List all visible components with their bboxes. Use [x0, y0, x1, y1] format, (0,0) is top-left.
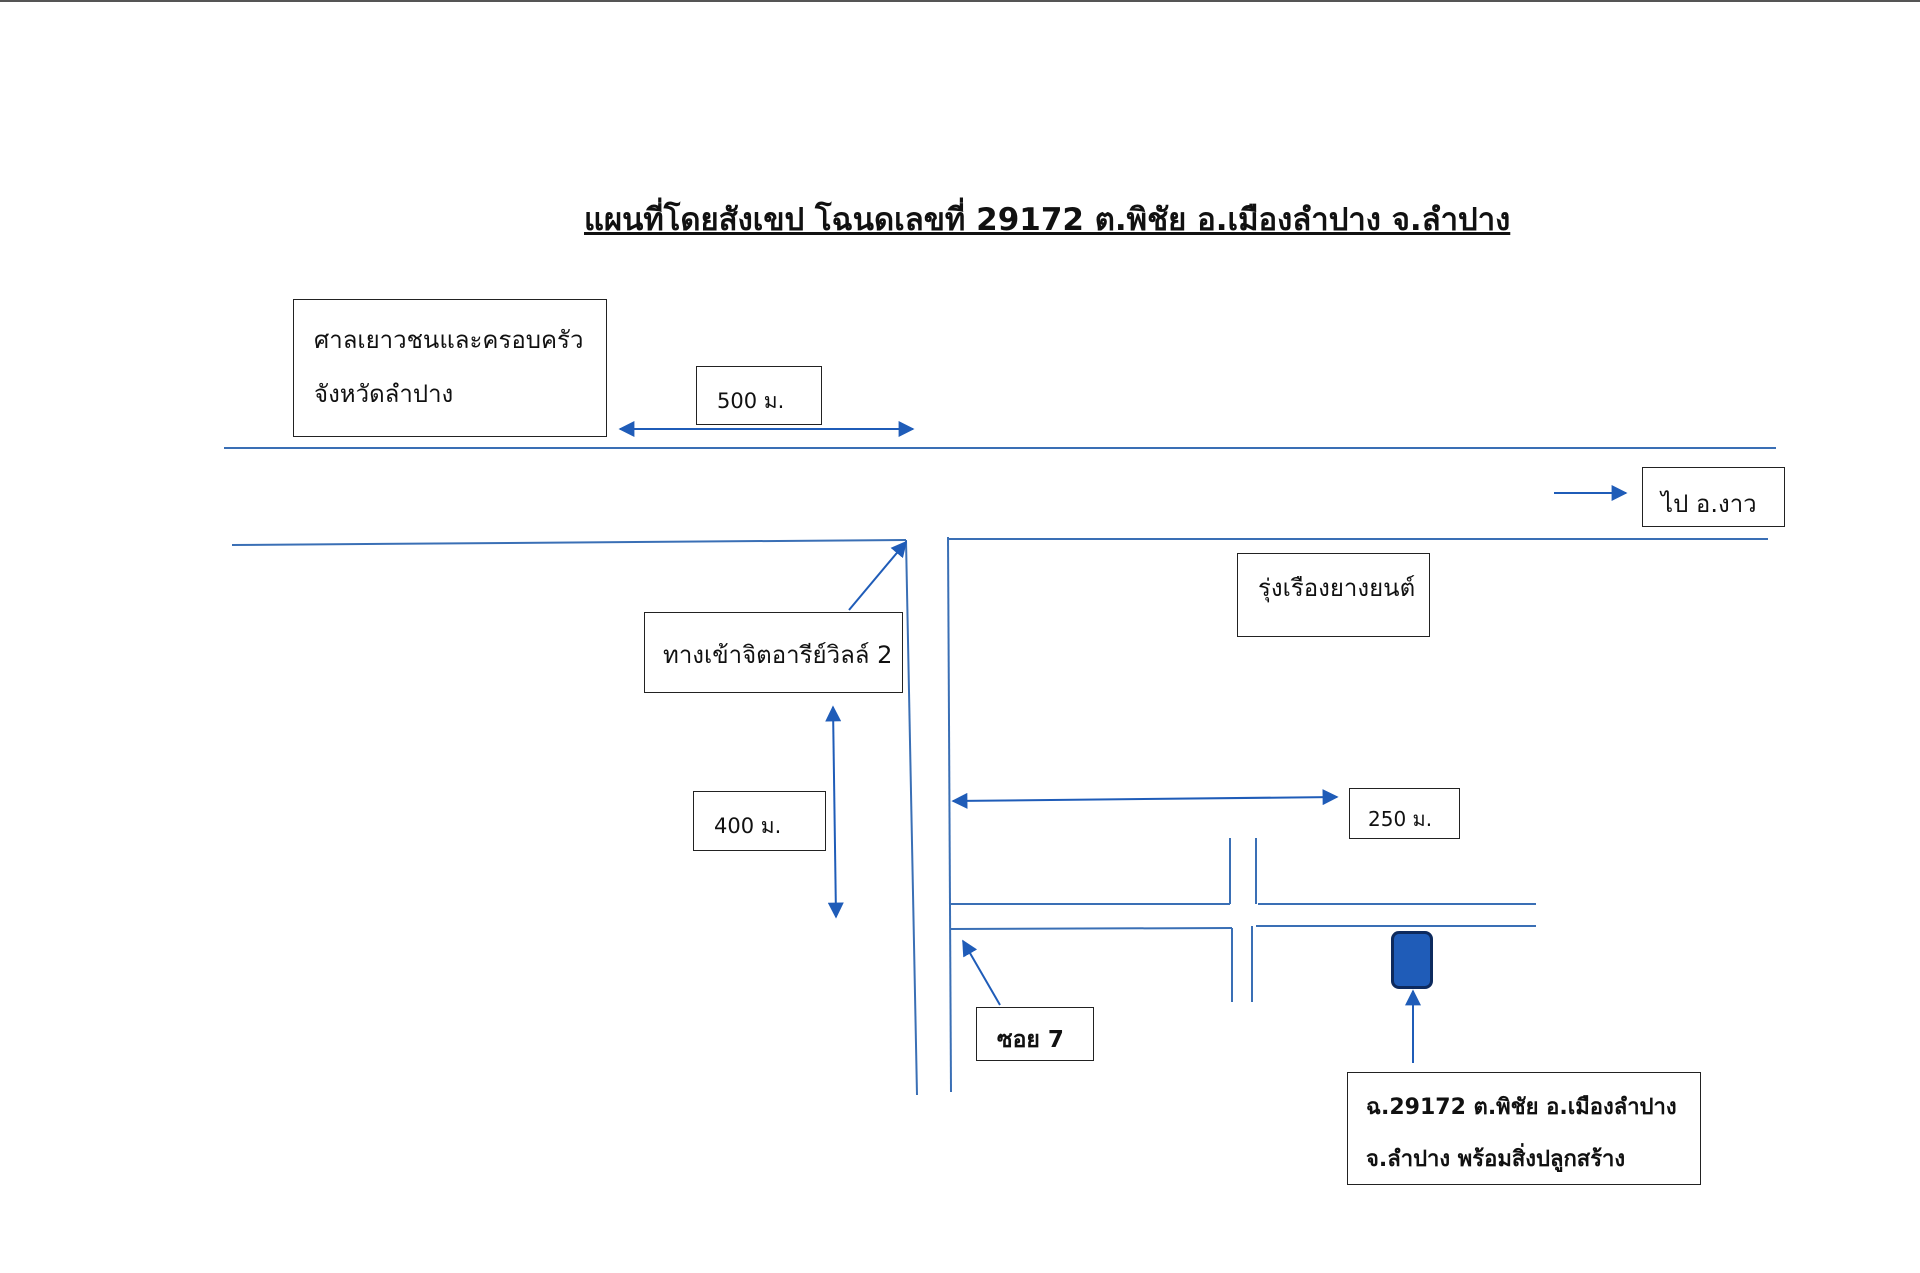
plot-marker-icon — [1391, 931, 1433, 989]
distance-250m-label: 250 ม. — [1368, 807, 1433, 831]
side-road-east-edge — [947, 536, 952, 1093]
plot-label-line2: จ.ลำปาง พร้อมสิ่งปลูกสร้าง — [1366, 1147, 1626, 1172]
arrow-400m — [825, 705, 844, 919]
arrow-soi7 — [962, 939, 1001, 1006]
rung-rueang-label: รุ่งเรืองยางยนต์ — [1258, 574, 1416, 602]
rung-rueang-box: รุ่งเรืองยางยนต์ — [1237, 553, 1430, 637]
distance-400m-label: 400 ม. — [714, 814, 782, 838]
to-ngao-label: ไป อ.งาว — [1661, 490, 1757, 518]
soi7-box: ซอย 7 — [976, 1007, 1094, 1061]
plot-label-line1: ฉ.29172 ต.พิชัย อ.เมืองลำปาง — [1366, 1095, 1677, 1120]
distance-500m-label: 500 ม. — [717, 389, 785, 413]
entrance-label: ทางเข้าจิตอารีย์วิลล์ 2 — [663, 641, 893, 669]
distance-500m-box: 500 ม. — [696, 366, 822, 425]
court-label-box: ศาลเยาวชนและครอบครัว จังหวัดลำปาง — [293, 299, 607, 437]
court-label-line2: จังหวัดลำปาง — [314, 380, 454, 408]
court-label-line1: ศาลเยาวชนและครอบครัว — [314, 326, 584, 354]
map-title: แผนที่โดยสังเขป โฉนดเลขที่ 29172 ต.พิชัย… — [584, 202, 1511, 238]
distance-400m-box: 400 ม. — [693, 791, 826, 851]
distance-250m-box: 250 ม. — [1349, 788, 1460, 839]
entrance-box: ทางเข้าจิตอารีย์วิลล์ 2 — [644, 612, 903, 693]
scan-top-edge — [0, 0, 1920, 2]
plot-label-box: ฉ.29172 ต.พิชัย อ.เมืองลำปาง จ.ลำปาง พร้… — [1347, 1072, 1701, 1185]
soi7-south-edge — [949, 927, 1233, 930]
main-road-south-edge-west — [231, 539, 907, 546]
to-ngao-box: ไป อ.งาว — [1642, 467, 1785, 527]
side-road-west-edge — [905, 539, 918, 1096]
arrow-250m — [951, 789, 1339, 809]
arrow-entrance — [848, 540, 908, 611]
soi7-label: ซอย 7 — [997, 1027, 1064, 1053]
